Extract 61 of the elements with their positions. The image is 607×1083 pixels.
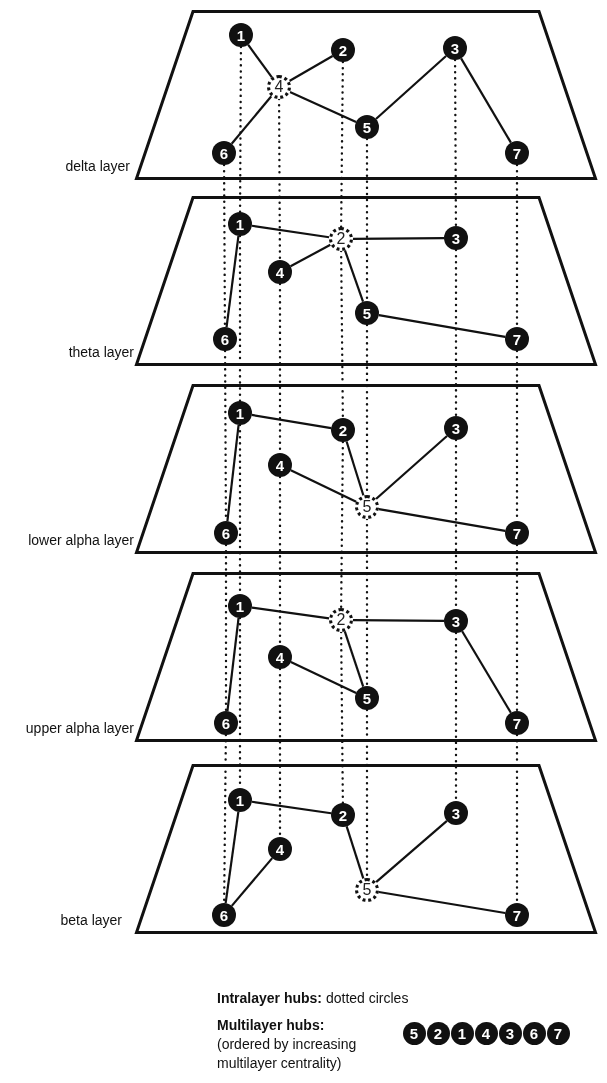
link-line xyxy=(225,235,240,328)
layer-label: theta layer xyxy=(68,344,134,360)
dotted-link xyxy=(339,630,345,805)
link-line xyxy=(353,237,444,240)
link-line xyxy=(378,507,506,533)
layer-plane xyxy=(135,572,597,742)
link-line xyxy=(247,44,273,78)
link-line xyxy=(343,631,365,687)
link-line xyxy=(290,243,331,268)
layer-plane xyxy=(135,384,597,554)
layer-plane xyxy=(135,10,597,180)
dotted-link xyxy=(238,45,243,214)
link-line xyxy=(353,619,444,622)
link-line xyxy=(251,606,330,620)
link-line xyxy=(345,826,365,879)
link-line xyxy=(378,313,506,339)
link-line xyxy=(378,890,506,915)
link-line xyxy=(226,424,240,522)
dotted-link xyxy=(339,249,345,420)
node-circle: 4 xyxy=(474,1021,498,1045)
link-line xyxy=(460,57,512,144)
dotted-link xyxy=(277,97,282,262)
link-line xyxy=(230,95,273,145)
link-line xyxy=(461,630,512,714)
dotted-link xyxy=(454,248,458,418)
dotted-link xyxy=(365,517,369,688)
layer-plane xyxy=(135,196,597,366)
legend-note: Intralayer hubs: dotted circles xyxy=(217,989,410,1008)
link-line xyxy=(375,820,448,883)
link-line xyxy=(288,55,334,82)
link-line xyxy=(343,249,365,303)
dotted-link xyxy=(339,440,345,610)
dotted-link xyxy=(339,60,345,229)
node-circle: 7 xyxy=(546,1021,570,1045)
layer-label: upper alpha layer xyxy=(25,720,134,736)
legend-note: Multilayer hubs: (ordered by increasing multilayer centrality) xyxy=(217,1016,358,1073)
link-line xyxy=(375,435,448,500)
dotted-link xyxy=(453,58,458,228)
layer-label: delta layer xyxy=(65,158,130,174)
node-circle: 6 xyxy=(522,1021,546,1045)
link-line xyxy=(375,55,447,120)
dotted-link xyxy=(224,543,228,713)
node-circle: 1 xyxy=(450,1021,474,1045)
link-line xyxy=(290,661,357,694)
link-line xyxy=(230,857,274,907)
node-circle: 3 xyxy=(498,1021,522,1045)
link-line xyxy=(251,413,332,430)
layer-label: beta layer xyxy=(60,912,122,928)
layer-plane xyxy=(135,764,597,934)
link-line xyxy=(224,811,240,904)
link-line xyxy=(289,90,357,124)
link-line xyxy=(290,469,357,503)
layer-label: lower alpha layer xyxy=(28,532,134,548)
dotted-link xyxy=(515,543,519,713)
dotted-link xyxy=(238,234,242,403)
node-circle: 2 xyxy=(426,1021,450,1045)
node-circle: 5 xyxy=(402,1021,426,1045)
link-line xyxy=(251,800,332,815)
link-line xyxy=(345,441,365,496)
link-line xyxy=(251,224,330,239)
link-line xyxy=(226,617,240,712)
